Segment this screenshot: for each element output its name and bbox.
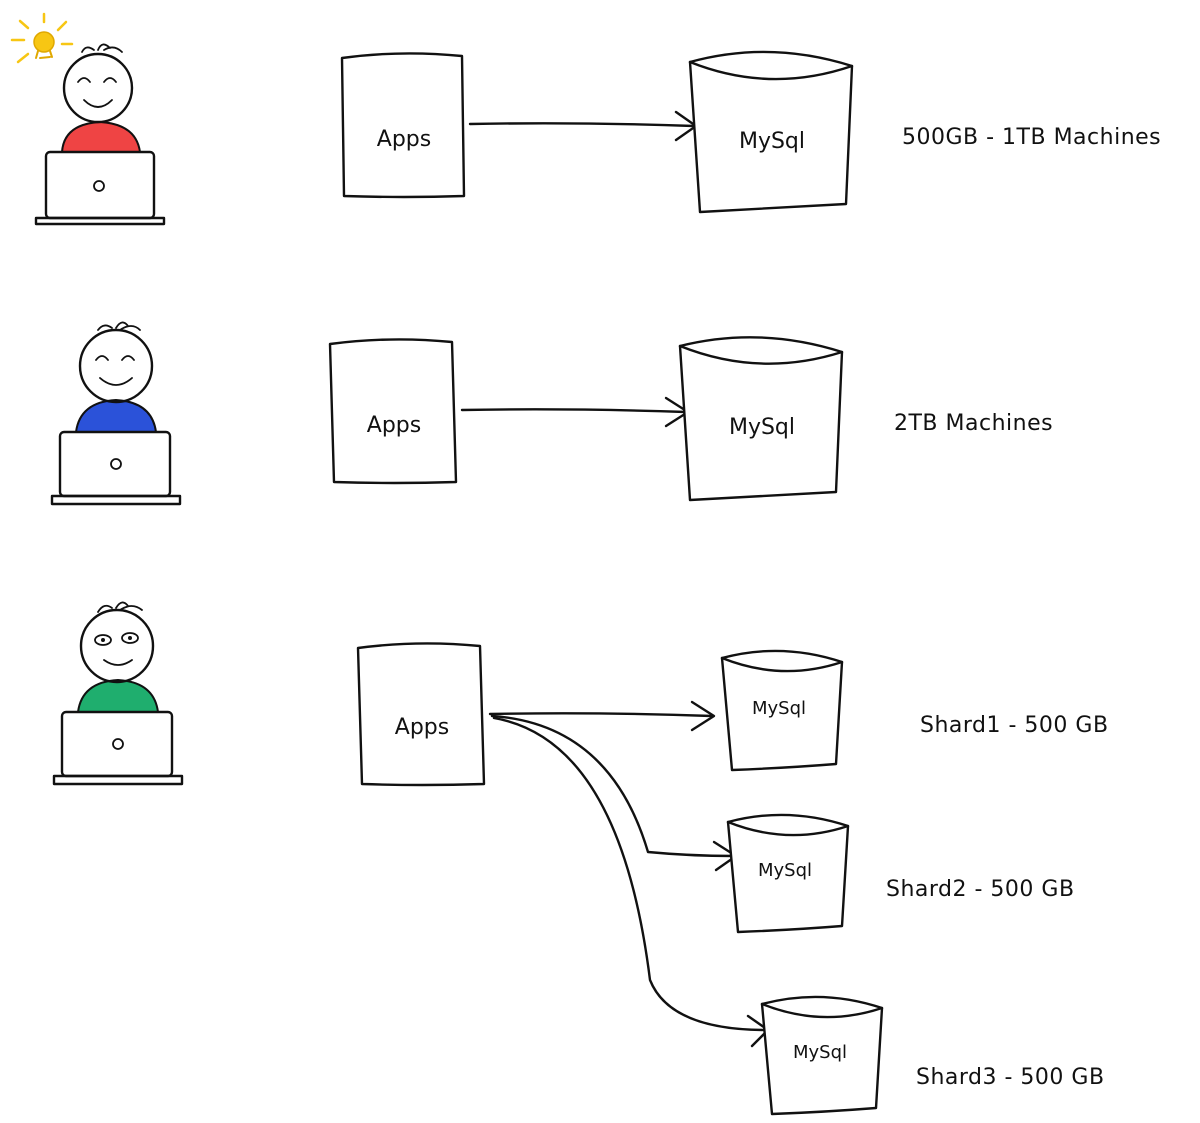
arrow-icon (468, 110, 698, 142)
arrow-icon (488, 700, 716, 732)
apps-label: Apps (377, 127, 431, 152)
mysql-label: MySql (793, 1042, 847, 1063)
row-3: Apps MySql Shard1 - 500 GB MySql Shar (52, 601, 1109, 1116)
arrow-icon (492, 716, 770, 1048)
arrow-icon (490, 714, 738, 872)
mysql-label: MySql (758, 860, 812, 881)
laptop-icon (34, 150, 166, 226)
arrow-icon (460, 396, 690, 428)
lightbulb-icon (10, 12, 74, 64)
row-1: Apps MySql 500GB - 1TB Machines (10, 12, 1161, 226)
person-icon (74, 321, 158, 433)
shard-note: Shard1 - 500 GB (920, 713, 1109, 738)
apps-box: Apps (328, 338, 458, 485)
database-cylinder-icon: MySql (688, 50, 854, 214)
apps-box: Apps (340, 52, 466, 199)
mysql-label: MySql (752, 698, 806, 719)
database-cylinder-icon: MySql (678, 336, 844, 502)
laptop-icon (52, 710, 184, 786)
person-icon (60, 43, 142, 153)
apps-box: Apps (356, 642, 486, 787)
machine-size-note: 2TB Machines (894, 411, 1053, 436)
database-cylinder-icon: MySql (760, 995, 884, 1116)
shard-note: Shard2 - 500 GB (886, 877, 1075, 902)
database-cylinder-icon: MySql (720, 649, 844, 772)
machine-size-note: 500GB - 1TB Machines (902, 125, 1161, 150)
laptop-icon (50, 430, 182, 506)
mysql-label: MySql (729, 415, 795, 440)
shard-note: Shard3 - 500 GB (916, 1065, 1105, 1090)
person-icon (76, 601, 160, 713)
mysql-label: MySql (739, 129, 805, 154)
apps-label: Apps (367, 413, 421, 438)
apps-label: Apps (395, 715, 449, 740)
row-2: Apps MySql 2TB Machines (50, 321, 1053, 506)
database-cylinder-icon: MySql (726, 813, 850, 934)
